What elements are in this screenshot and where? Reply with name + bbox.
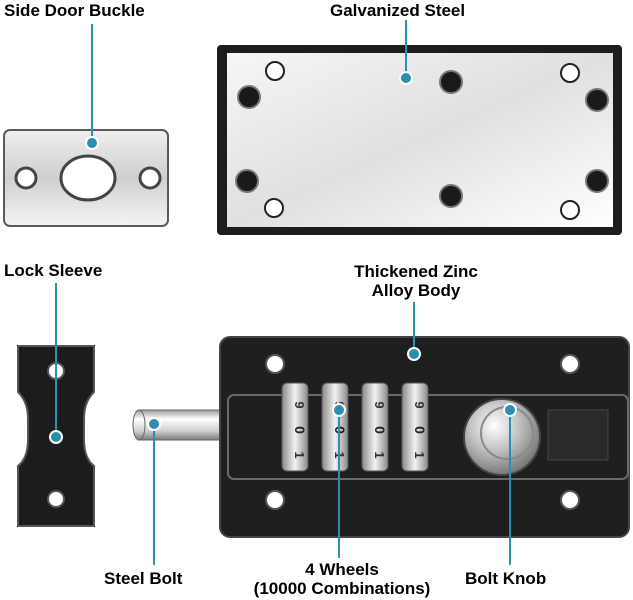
- label-steel-bolt: Steel Bolt: [104, 569, 183, 588]
- label-line: Alloy Body: [371, 281, 461, 300]
- callout-dot: [332, 403, 346, 417]
- label-line: (10000 Combinations): [253, 579, 431, 598]
- callout-dot: [85, 136, 99, 150]
- label-line: Thickened Zinc: [354, 262, 478, 281]
- label-lock-sleeve: Lock Sleeve: [4, 261, 103, 280]
- callout-dot: [147, 417, 161, 431]
- wheel-digit: 1: [372, 451, 387, 458]
- callout-dot: [407, 347, 421, 361]
- wheel-digit: 9: [372, 401, 387, 408]
- wheel-digit: 9: [292, 401, 307, 408]
- callout-dot: [399, 71, 413, 85]
- label-thickened-zinc-alloy-body: Thickened Zinc Alloy Body: [316, 262, 516, 300]
- wheel-digit: 1: [412, 451, 427, 458]
- label-four-wheels: 4 Wheels (10000 Combinations): [232, 560, 452, 598]
- callout-leader-lines: [55, 20, 511, 565]
- wheel-digit: 1: [292, 451, 307, 458]
- side-door-buckle-plate: [3, 129, 169, 227]
- wheel-digit: 0: [292, 426, 308, 434]
- callout-dots: [49, 71, 517, 444]
- galvanized-steel-plate: [217, 45, 622, 235]
- callout-dot: [503, 403, 517, 417]
- label-galvanized-steel: Galvanized Steel: [330, 1, 466, 20]
- label-side-door-buckle: Side Door Buckle: [4, 1, 145, 20]
- combination-wheel[interactable]: 9 0 1: [361, 382, 389, 472]
- wheel-digit: 0: [412, 426, 428, 434]
- label-bolt-knob: Bolt Knob: [465, 569, 547, 588]
- label-line: 4 Wheels: [305, 560, 379, 579]
- combination-wheel[interactable]: 9 0 1: [401, 382, 429, 472]
- combination-wheel[interactable]: 9 0 1: [281, 382, 309, 472]
- combination-wheel[interactable]: 9 0 1: [321, 382, 349, 472]
- callout-dot: [49, 430, 63, 444]
- wheel-digit: 0: [372, 426, 388, 434]
- wheel-digit: 9: [412, 401, 427, 408]
